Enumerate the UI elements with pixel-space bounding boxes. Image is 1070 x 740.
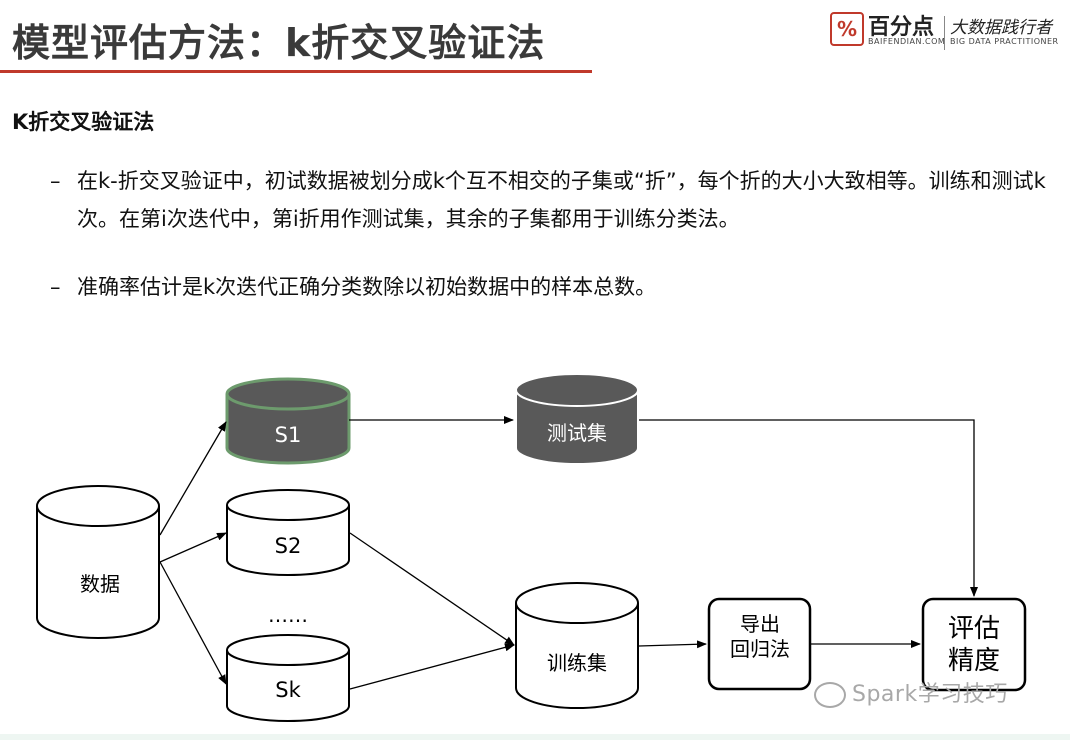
regression-line1: 导出 [740, 612, 780, 636]
brand-logo: % 百分点 BAIFENDIAN.COM 大数据践行者 BIG DATA PRA… [830, 12, 1062, 52]
percent-logo-icon: % [830, 12, 864, 46]
arrow-test-to-accuracy [639, 419, 978, 597]
logo-domain: BAIFENDIAN.COM [868, 37, 946, 46]
s2-label: S2 [275, 534, 302, 558]
wechat-icon [814, 682, 846, 708]
arrow-sk-to-train [349, 643, 515, 690]
data-cylinder: 数据 [36, 485, 160, 639]
s2-cylinder: S2 [226, 489, 350, 576]
arrow-train-to-regression [638, 640, 707, 649]
logo-slogan: 大数据践行者 [950, 18, 1052, 38]
watermark: Spark学习技巧 [814, 676, 1008, 708]
arrow-data-to-s2 [159, 532, 227, 563]
sk-cylinder: Sk [226, 634, 350, 722]
arrow-s2-to-train [349, 532, 515, 646]
bullet-item: – 在k-折交叉验证中，初试数据被划分成k个互不相交的子集或“折”，每个折的大小… [50, 162, 1060, 238]
train-set-label: 训练集 [547, 651, 607, 675]
logo-divider [944, 16, 945, 50]
title-underline [0, 70, 592, 73]
bottom-strip [0, 734, 1070, 740]
ellipsis-label: …… [268, 603, 308, 627]
regression-line2: 回归法 [730, 637, 790, 661]
watermark-text: Spark学习技巧 [852, 682, 1008, 707]
test-set-label: 测试集 [547, 421, 607, 445]
arrow-data-to-s1 [159, 421, 227, 536]
bullet-text: 准确率估计是k次迭代正确分类数除以初始数据中的样本总数。 [77, 275, 657, 299]
accuracy-line1: 评估 [948, 614, 1000, 644]
data-label: 数据 [80, 572, 120, 596]
accuracy-line2: 精度 [948, 646, 1000, 676]
sk-label: Sk [275, 678, 301, 702]
s1-label: S1 [275, 423, 302, 447]
s1-cylinder: S1 [225, 377, 351, 465]
bullet-text: 在k-折交叉验证中，初试数据被划分成k个互不相交的子集或“折”，每个折的大小大致… [77, 169, 1046, 231]
section-heading: K折交叉验证法 [12, 110, 155, 134]
bullet-dash: – [50, 169, 61, 193]
accuracy-box: 评估 精度 [921, 597, 1027, 692]
regression-box: 导出 回归法 [707, 597, 812, 691]
arrow-data-to-sk [159, 561, 227, 685]
logo-name: 百分点 [868, 15, 935, 40]
bullet-dash: – [50, 275, 61, 299]
test-set-cylinder: 测试集 [515, 373, 639, 465]
bullet-item: – 准确率估计是k次迭代正确分类数除以初始数据中的样本总数。 [50, 268, 1060, 306]
page-title: 模型评估方法：k折交叉验证法 [12, 21, 546, 65]
train-set-cylinder: 训练集 [515, 582, 639, 709]
logo-slogan-en: BIG DATA PRACTITIONER [950, 37, 1059, 46]
